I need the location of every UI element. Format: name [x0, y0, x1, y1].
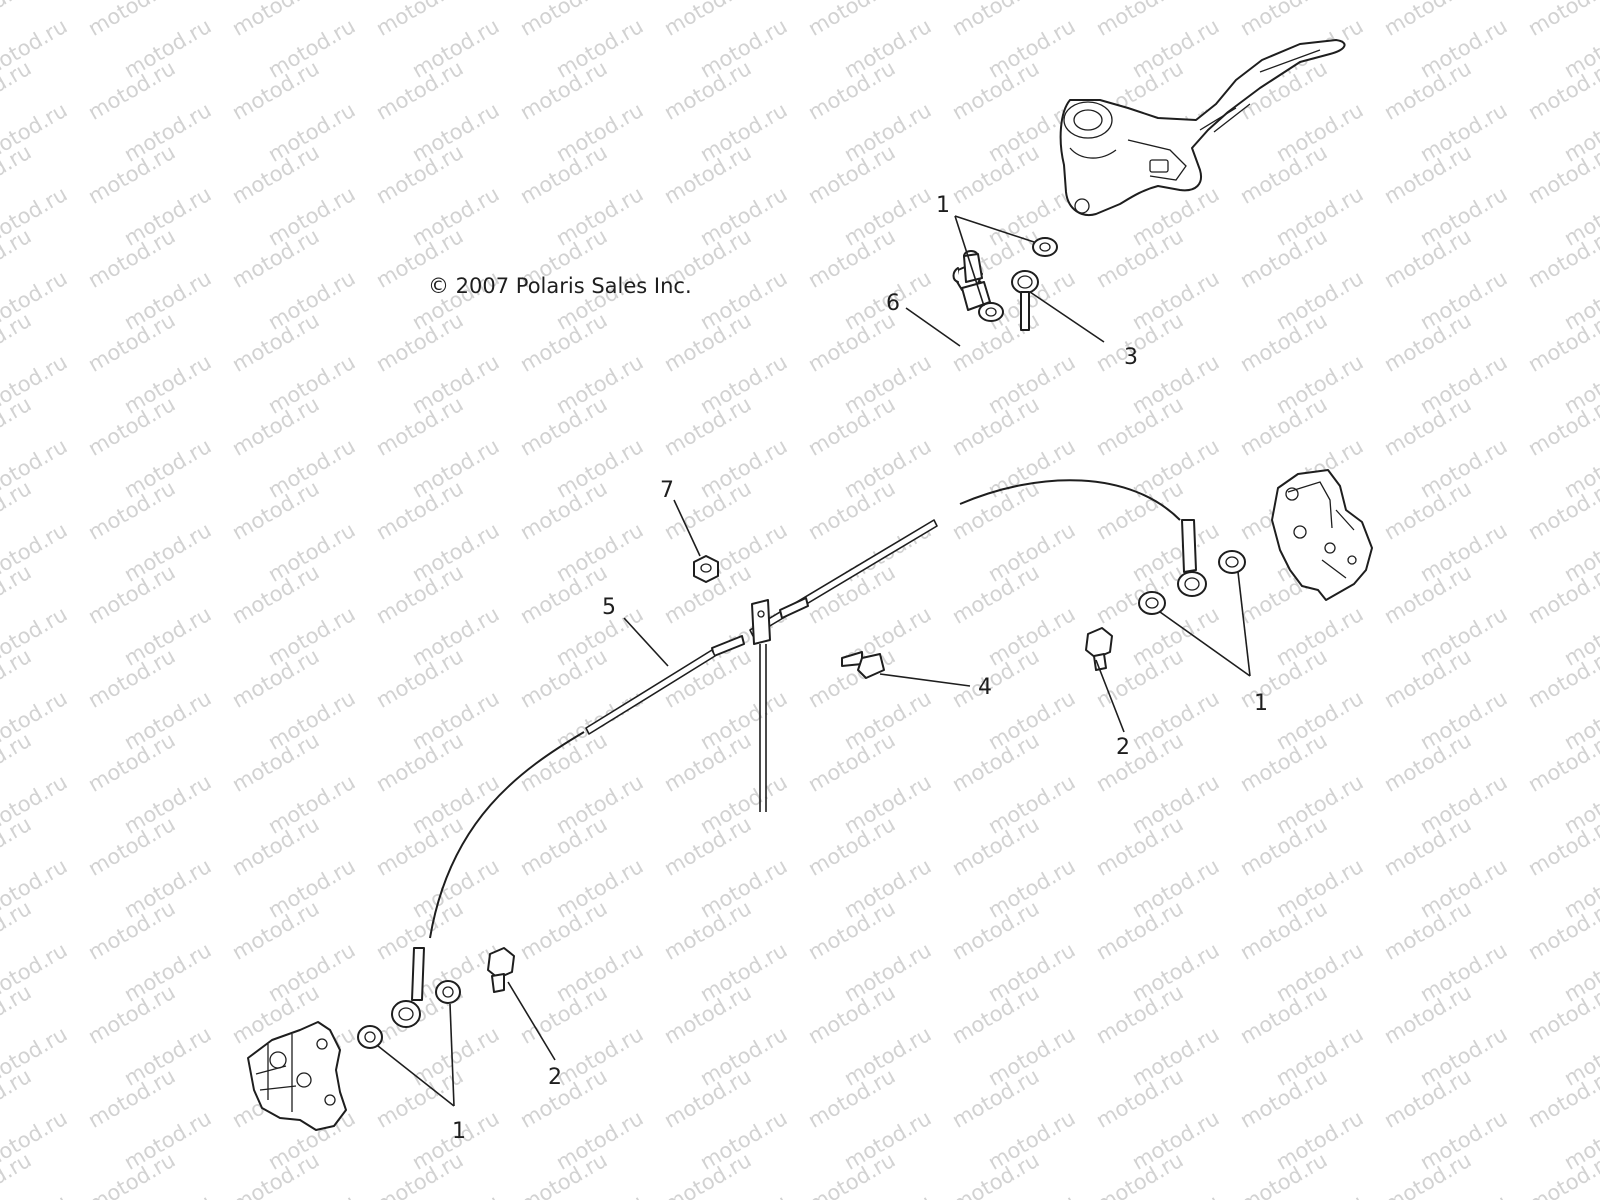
washer-top-2: [978, 302, 1004, 322]
banjo-fitting-left: [391, 947, 425, 1028]
callout-5: 5: [602, 595, 616, 620]
master-cylinder: [1059, 39, 1346, 216]
callout-6: 6: [886, 291, 900, 316]
callout-3: 3: [1124, 345, 1138, 370]
banjo-fitting-right: [1177, 519, 1207, 597]
nut: [693, 555, 719, 583]
washer-right-1: [1218, 550, 1246, 574]
banjo-bolt-right: [1085, 627, 1113, 671]
washer-right-2: [1138, 591, 1166, 615]
caliper-left: [247, 1021, 347, 1131]
callout-2-bottom: 2: [548, 1065, 562, 1090]
banjo-fitting-top: [1011, 270, 1039, 331]
leader-lines: [377, 215, 1251, 1107]
washer-left-2: [357, 1025, 383, 1049]
banjo-bolt-left: [487, 947, 515, 993]
callout-labels: 1 6 3 7 5 4 2 1 2 1: [452, 193, 1268, 1144]
callout-4: 4: [978, 675, 992, 700]
brake-hose-assembly: [429, 479, 1181, 939]
washer-top-1: [1032, 237, 1058, 257]
caliper-right: [1271, 469, 1373, 601]
callout-1-bottom: 1: [452, 1119, 466, 1144]
callout-2-right: 2: [1116, 735, 1130, 760]
copyright-notice: © 2007 Polaris Sales Inc.: [428, 274, 692, 298]
mounting-bolt: [841, 651, 885, 679]
washer-left-1: [435, 980, 461, 1004]
banjo-bolt-top: [952, 250, 991, 311]
callout-1-top: 1: [936, 193, 950, 218]
callout-7: 7: [660, 478, 674, 503]
callout-1-right: 1: [1254, 691, 1268, 716]
